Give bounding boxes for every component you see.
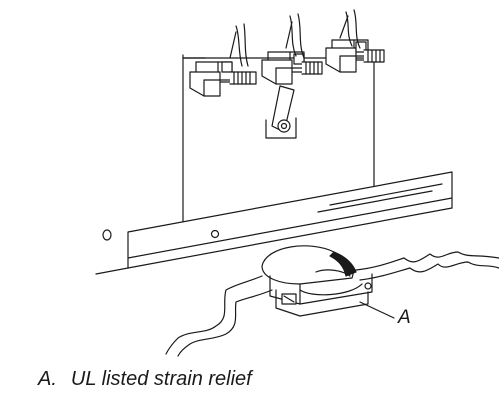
figure-caption: A. UL listed strain relief (38, 369, 252, 389)
terminal-1 (189, 23, 257, 97)
caption-text: UL listed strain relief (70, 368, 252, 390)
terminal-2 (261, 13, 323, 139)
callout-leader-line (359, 301, 395, 319)
callout-label-a: A (398, 307, 411, 328)
terminal-3 (325, 9, 385, 73)
cable (165, 251, 499, 357)
caption-letter: A. (38, 368, 57, 390)
strain-relief-clamp (261, 245, 373, 317)
mounting-bracket (95, 171, 453, 275)
